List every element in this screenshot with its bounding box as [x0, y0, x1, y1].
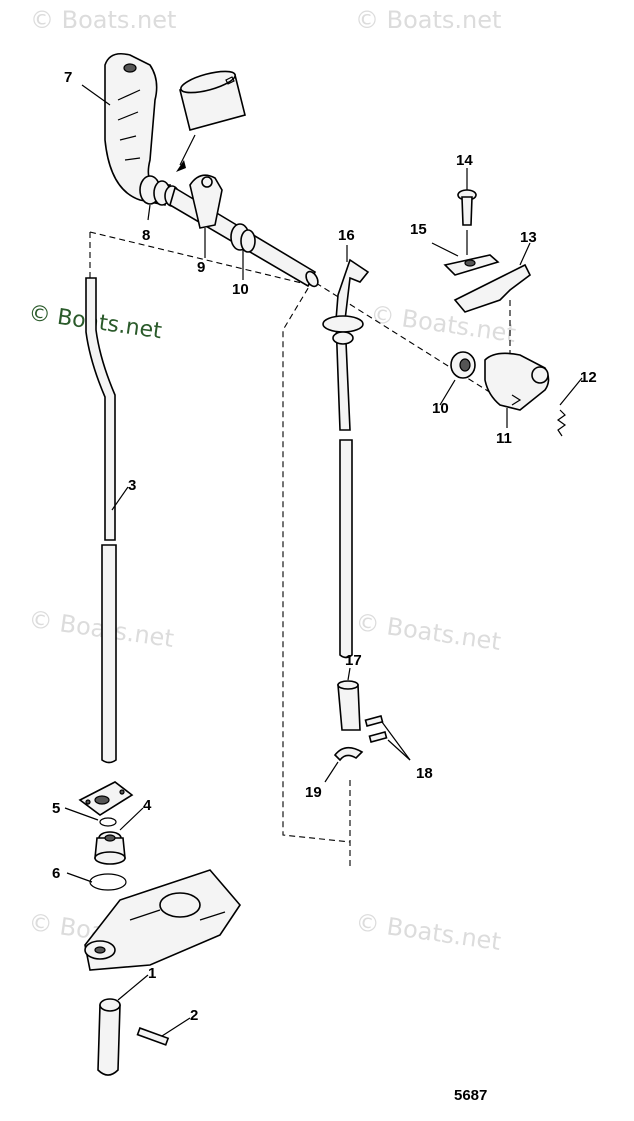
callout-4: 4	[143, 797, 152, 814]
callout-19: 19	[305, 784, 322, 801]
callout-16: 16	[338, 227, 355, 244]
callout-14: 14	[456, 152, 473, 169]
o-ring	[89, 873, 127, 891]
o-ring-small	[99, 817, 117, 827]
callout-18: 18	[416, 765, 433, 782]
callout-13: 13	[520, 229, 537, 246]
shift-housing	[84, 869, 242, 971]
roll-pin	[136, 1027, 170, 1046]
watermark: © Boats.net	[30, 6, 177, 34]
callout-7: 7	[64, 69, 72, 86]
callout-3: 3	[128, 477, 136, 494]
retainer-plate	[443, 254, 500, 276]
callout-15: 15	[410, 221, 427, 238]
shift-handle	[104, 52, 172, 206]
callout-17: 17	[345, 652, 362, 669]
screw	[457, 189, 477, 255]
shaft-bushing	[230, 223, 256, 253]
shift-shaft-end	[97, 998, 121, 1076]
alignment-line	[315, 282, 516, 409]
leader-lines	[64, 84, 583, 1037]
bushing-right	[450, 351, 476, 379]
callout-10-right: 10	[432, 400, 449, 417]
callout-6: 6	[52, 865, 60, 882]
shift-lever	[189, 174, 223, 229]
seal	[94, 831, 126, 865]
callout-12: 12	[580, 369, 597, 386]
coupler	[337, 680, 361, 731]
callout-11: 11	[496, 430, 512, 447]
shift-rod	[85, 277, 117, 764]
grip-sleeve	[176, 70, 246, 172]
bracket-plate	[453, 263, 532, 313]
callout-1: 1	[148, 965, 156, 982]
spring-clip	[556, 409, 567, 437]
e-clip	[333, 746, 364, 762]
callout-2: 2	[190, 1007, 198, 1024]
callout-9: 9	[197, 259, 205, 276]
gasket	[78, 781, 134, 816]
diagram-id: 5687	[454, 1087, 487, 1104]
alignment-line	[89, 231, 351, 843]
watermark: © Boats.net	[355, 6, 502, 34]
callout-8: 8	[142, 227, 150, 244]
callout-10: 10	[232, 281, 249, 298]
link-rod	[322, 258, 370, 659]
cam-bracket	[484, 352, 550, 411]
callout-5: 5	[52, 800, 60, 817]
pin	[364, 715, 388, 743]
